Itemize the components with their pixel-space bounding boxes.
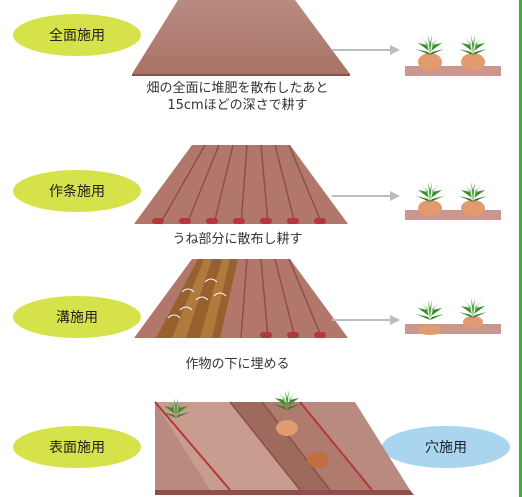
- soil-strip-3: [405, 324, 501, 334]
- root-icon: [461, 53, 485, 71]
- sprout-icon: [459, 35, 487, 55]
- hole-compost: [307, 452, 329, 468]
- root-icon: [461, 200, 485, 216]
- label-ana: 穴施用: [382, 426, 510, 468]
- root-icon: [418, 200, 442, 216]
- soil-strip-1: [405, 66, 501, 76]
- root-icon: [418, 53, 442, 71]
- sprout-icon: [459, 182, 487, 202]
- sprout-icon: [416, 182, 444, 202]
- sprout-icon: [416, 300, 444, 320]
- caption-sakujou: うね部分に散布し耕す: [172, 232, 303, 247]
- label-zenmen: 全面施用: [13, 14, 141, 56]
- field-ridged: [134, 145, 348, 224]
- page-border: [519, 0, 522, 497]
- sprout-icon: [459, 298, 487, 318]
- label-sakujou: 作条施用: [13, 170, 141, 212]
- root-icon: [418, 325, 442, 335]
- label-hyoumen: 表面施用: [13, 426, 141, 468]
- root-icon: [276, 420, 298, 436]
- soil-strip-2: [405, 210, 501, 220]
- caption-mizo: 作物の下に埋める: [185, 357, 290, 372]
- root-icon: [463, 316, 483, 328]
- caption-zenmen: 畑の全面に堆肥を散布したあと 15cmほどの深さで耕す: [146, 81, 329, 113]
- sprout-icon: [416, 35, 444, 55]
- label-mizo: 溝施用: [13, 296, 141, 338]
- field-full: [132, 0, 350, 74]
